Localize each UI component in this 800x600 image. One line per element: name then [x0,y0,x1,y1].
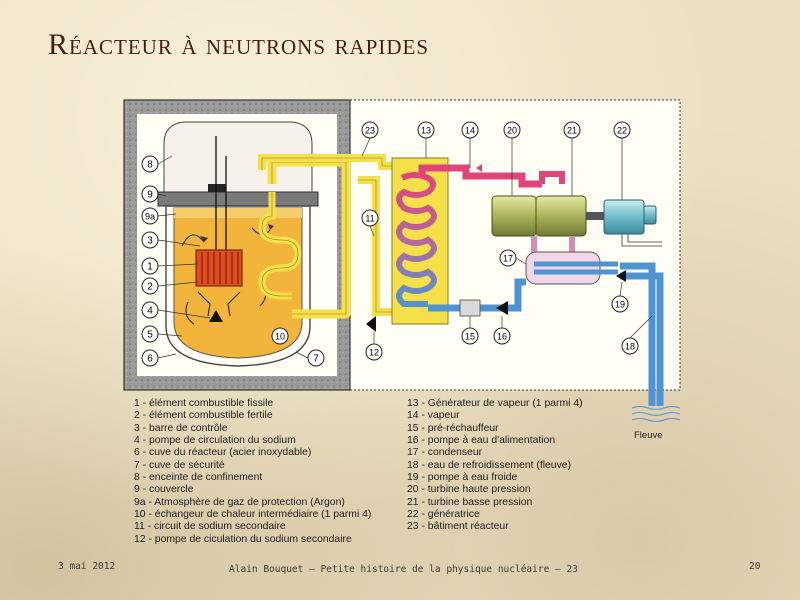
callout-14: 14 [465,126,475,136]
reactor-diagram: 8 9 9a 3 1 2 4 5 6 7 10 11 12 13 14 15 1… [123,99,681,441]
callout-15: 15 [465,332,475,342]
legend-item: 19 - pompe à eau froide [407,472,518,484]
footer-credit: Alain Bouquet — Petite histoire de la ph… [229,564,578,575]
callout-5: 5 [147,330,153,341]
callout-16: 16 [497,332,507,342]
cold-water-pump [616,270,626,282]
legend-item: 9 - couvercle [134,484,194,496]
callout-4: 4 [147,306,153,317]
legend-item: 20 - turbine haute pression [407,484,531,496]
callout-10: 10 [275,332,285,342]
callout-6: 6 [147,354,153,365]
callout-23: 23 [365,126,375,136]
reactor-core [195,249,243,287]
callout-12: 12 [369,348,379,358]
callout-labels: 8 9 9a 3 1 2 4 5 6 7 10 11 12 13 14 15 1… [141,121,653,367]
callout-19: 19 [615,300,625,310]
river-label: Fleuve [634,430,663,441]
legend-item: 18 - eau de refroidissement (fleuve) [407,459,572,471]
legend-left: 1 - élément combustible fissile 2 - élém… [134,398,371,546]
legend-item: 15 - pré-réchauffeur [407,422,499,434]
legend-item: 12 - pompe de ciculation du sodium secon… [134,533,352,545]
reactor-vessel [157,121,319,367]
callout-3: 3 [147,236,153,247]
slide-title: Réacteur à neutrons rapides [48,28,430,61]
legend-item: 16 - pompe à eau d'alimentation [407,435,556,447]
legend-item: 11 - circuit de sodium secondaire [134,521,286,533]
preheater [459,299,481,317]
legend-item: 1 - élément combustible fissile [134,398,274,409]
callout-8: 8 [147,160,153,171]
page-number: 20 [749,561,761,572]
feedwater-pump [496,301,508,315]
primary-pump [209,310,223,322]
callout-17: 17 [503,254,513,264]
generator [603,199,662,247]
cooling-water-circuit [616,262,681,422]
legend-item: 10 - échangeur de chaleur intermédiaire … [134,509,372,521]
legend-item: 7 - cuve de sécurité [134,459,225,471]
callout-2: 2 [147,282,153,293]
turbines [491,195,604,237]
legend-item: 17 - condenseur [407,447,483,459]
feedwater-line [428,278,526,317]
callout-18: 18 [625,342,635,352]
callout-7: 7 [313,354,319,365]
footer-date: 3 mai 2012 [58,561,116,572]
legend-item: 13 - Générateur de vapeur (1 parmi 4) [407,398,583,409]
condenser [525,236,618,285]
steam-generator [391,157,449,325]
callout-21: 21 [567,126,577,136]
steam-line [418,164,565,188]
legend-right: 13 - Générateur de vapeur (1 parmi 4) 14… [407,398,583,534]
callout-11: 11 [365,214,374,224]
legend-item: 6 - cuve du réacteur (acier inoxydable) [134,447,312,459]
callout-1: 1 [147,262,153,273]
legend-item: 23 - bâtiment réacteur [407,521,509,533]
callout-9a: 9a [145,212,155,222]
legend-item: 8 - enceinte de confinement [134,472,263,484]
legend-item: 3 - barre de contrôle [134,422,228,434]
legend-item: 2 - élément combustible fertile [134,410,273,422]
legend-item: 4 - pompe de circulation du sodium [134,435,296,447]
legend-item: 21 - turbine basse pression [407,496,533,508]
legend-item: 9a - Atmosphère de gaz de protection (Ar… [134,496,345,508]
callout-9: 9 [147,190,153,201]
callout-20: 20 [507,126,517,136]
secondary-pump [366,316,376,332]
legend-item: 22 - génératrice [407,509,480,521]
callout-13: 13 [421,126,431,136]
callout-22: 22 [617,126,627,136]
legend-item: 14 - vapeur [407,410,460,422]
secondary-sodium-circuit [258,154,406,332]
